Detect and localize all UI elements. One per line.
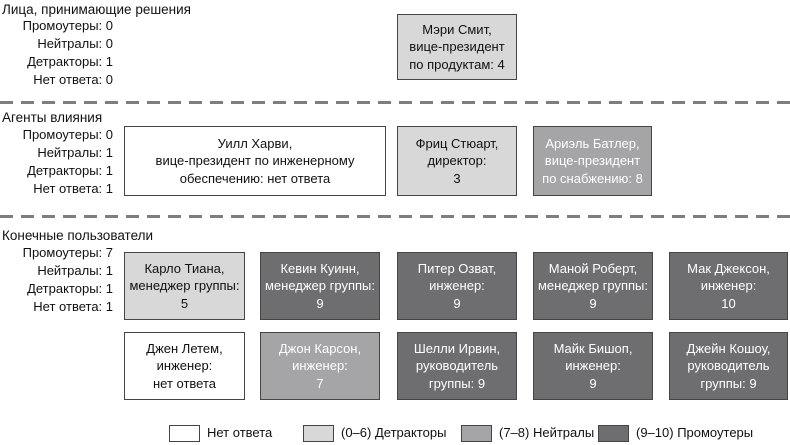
stat-detractors: Детракторы: 1 [27,281,113,296]
section-stats-decision-makers: Промоутеры: 0 Нейтралы: 0 Детракторы: 1 … [0,17,113,89]
person-card: Джен Летем, инженер: нет ответа [124,332,245,400]
stat-neutrals: Нейтралы: 0 [37,36,113,51]
section-title-end-users: Конечные пользователи [2,228,154,243]
person-card: Ариэль Батлер, вице-президент по снабжен… [533,126,652,196]
section-stats-influencers: Промоутеры: 0 Нейтралы: 1 Детракторы: 1 … [0,126,113,198]
stat-promoters: Промоутеры: 7 [22,245,113,260]
legend-item-detractors: (0–6) Детракторы [303,424,446,442]
legend-item-no-answer: Нет ответа [169,424,272,442]
person-card: Кевин Куинн, менеджер группы: 9 [260,252,380,320]
person-card: Шелли Ирвин, руководитель группы: 9 [397,332,517,400]
person-card: Джейн Кошоу, руководитель группы: 9 [669,332,788,400]
stat-no-answer: Нет ответа: 1 [33,181,113,196]
person-card: Карло Тиана, менеджер группы: 5 [124,252,245,320]
legend-swatch-promoters [598,424,629,442]
legend-item-promoters: (9–10) Промоутеры [598,424,753,442]
person-card: Фриц Стюарт, директор: 3 [397,126,517,196]
stat-neutrals: Нейтралы: 1 [37,263,113,278]
section-divider [0,215,790,218]
section-stats-end-users: Промоутеры: 7 Нейтралы: 1 Детракторы: 1 … [0,244,113,316]
stat-no-answer: Нет ответа: 1 [33,299,113,314]
stat-no-answer: Нет ответа: 0 [33,72,113,87]
person-card: Маной Роберт, менеджер группы: 9 [533,252,653,320]
stat-neutrals: Нейтралы: 1 [37,145,113,160]
person-card: Джон Карсон, инженер: 7 [260,332,380,400]
legend-label: Нет ответа [207,425,273,440]
person-card: Мэри Смит, вице-президент по продуктам: … [397,14,517,80]
legend-item-neutrals: (7–8) Нейтралы [461,424,594,442]
legend-label: (7–8) Нейтралы [499,425,595,440]
section-title-influencers: Агенты влияния [2,110,103,125]
person-card: Питер Озват, инженер: 9 [397,252,517,320]
legend-swatch-no-answer [169,424,200,442]
legend-swatch-neutrals [461,424,492,442]
section-title-decision-makers: Лица, принимающие решения [2,2,191,17]
stat-promoters: Промоутеры: 0 [22,127,113,142]
legend-swatch-detractors [303,424,334,442]
legend-label: (9–10) Промоутеры [636,425,754,440]
person-card: Уилл Харви, вице-президент по инженерном… [124,126,386,196]
person-card: Майк Бишоп, инженер: 9 [533,332,653,400]
stat-detractors: Детракторы: 1 [27,163,113,178]
stat-promoters: Промоутеры: 0 [22,18,113,33]
stat-detractors: Детракторы: 1 [27,54,113,69]
person-card: Мак Джексон, инженер: 10 [669,252,788,320]
section-divider [0,101,790,104]
legend-label: (0–6) Детракторы [341,425,447,440]
